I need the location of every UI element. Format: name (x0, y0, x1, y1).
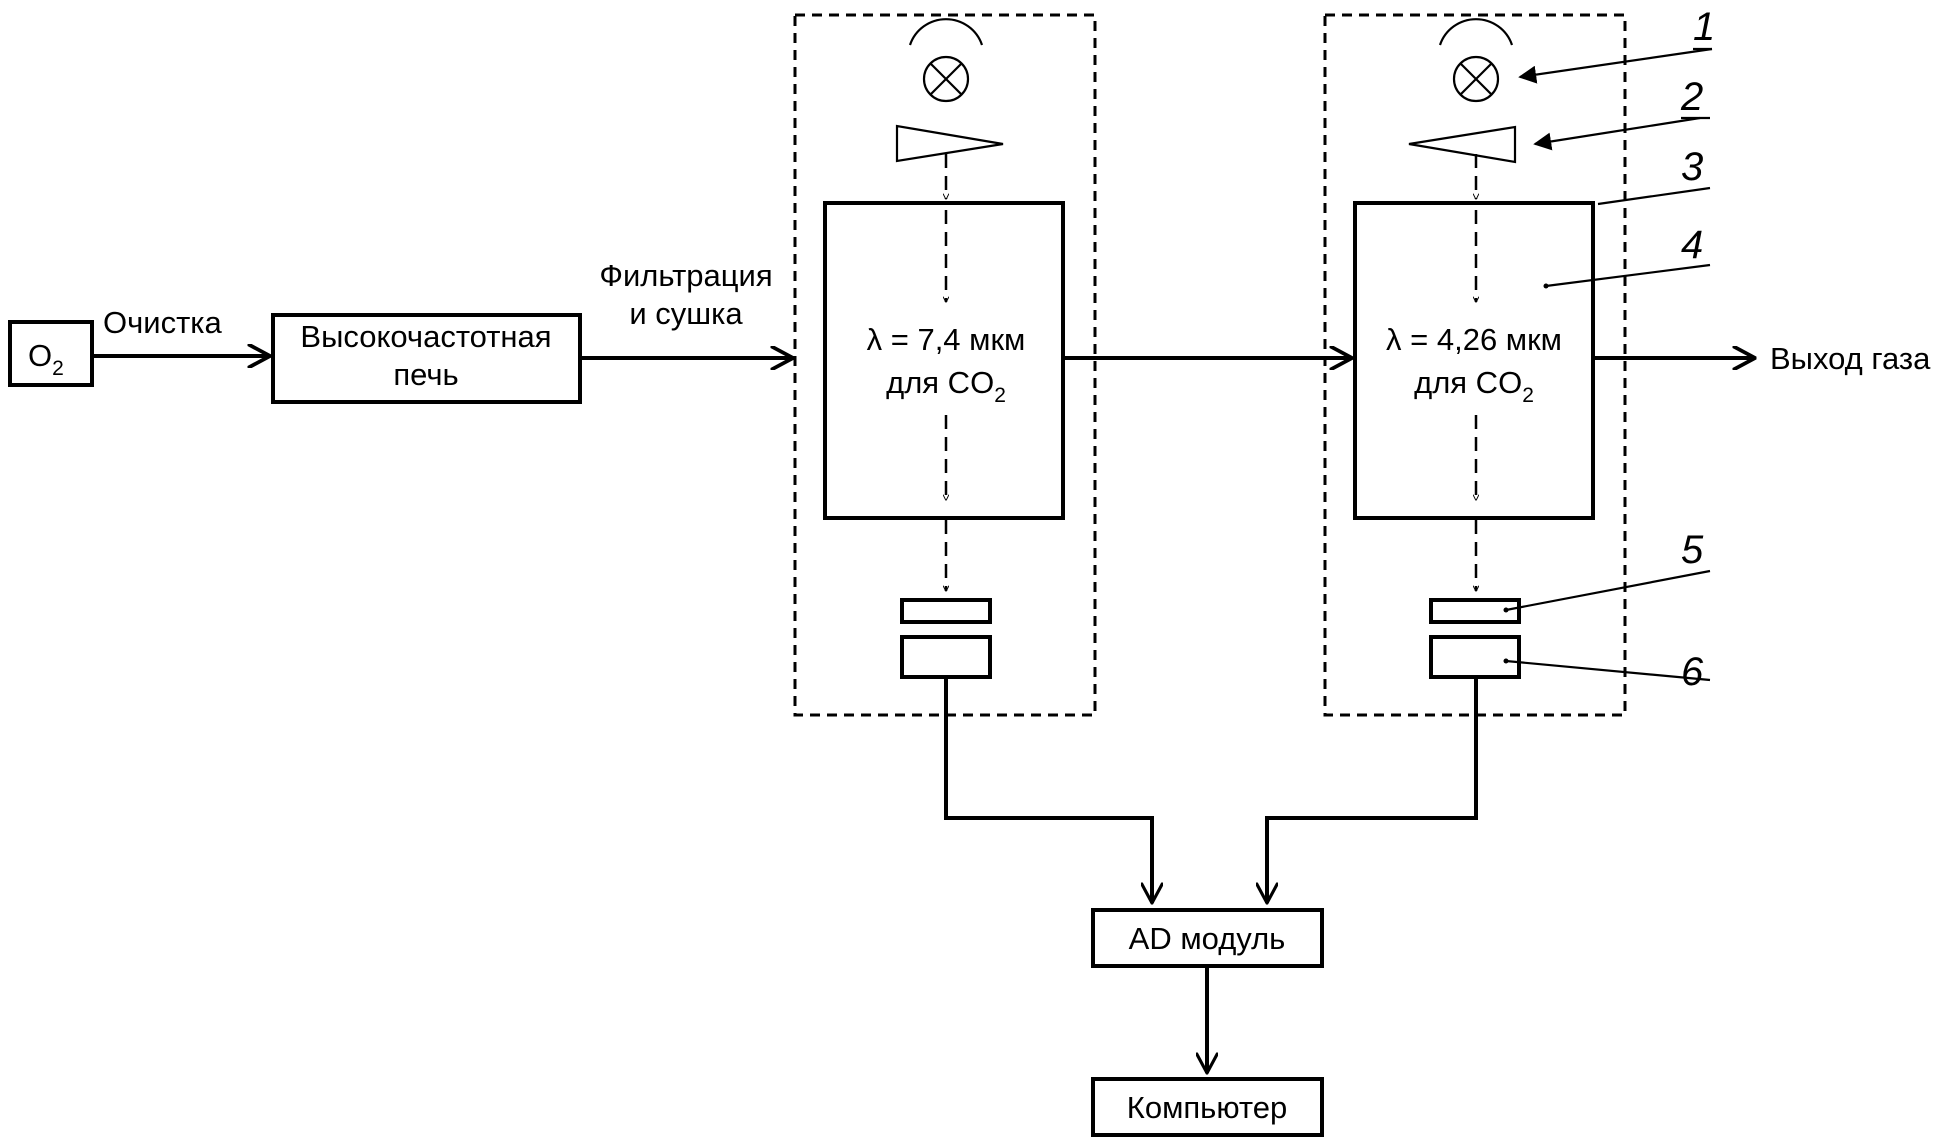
filtration-label-line2: и сушка (629, 296, 743, 331)
filter-wedge-icon (895, 124, 1004, 163)
filter-wedge-icon (1408, 125, 1517, 164)
callout-3: 3 (1681, 145, 1703, 189)
computer-label: Компьютер (1127, 1090, 1287, 1125)
cell1-wavelength-label: λ = 7,4 мкм (867, 322, 1026, 357)
callout-1-leader (1518, 47, 1713, 84)
gas-outlet-label: Выход газа (1770, 341, 1931, 376)
svg-text:для CO2: для CO2 (1414, 365, 1534, 407)
furnace-box: Высокочастотная печь (271, 313, 582, 404)
o2-label: O (28, 338, 52, 373)
filtration-label-line1: Фильтрация (599, 258, 772, 293)
furnace-label-line2: печь (393, 357, 458, 392)
computer-box: Компьютер (1091, 1077, 1324, 1137)
callout-1: 1 (1693, 5, 1715, 49)
lamp-icon (908, 18, 984, 103)
callout-6-dot (1503, 658, 1509, 664)
o2-subscript: 2 (52, 357, 64, 380)
o2-source-box: O2 (8, 320, 94, 387)
detector (900, 635, 992, 679)
callout-5-dot (1503, 607, 1509, 613)
cell2-wavelength-label: λ = 4,26 мкм (1386, 322, 1562, 357)
gas-cell-1 (823, 201, 1065, 520)
callout-5: 5 (1681, 528, 1704, 572)
detector1-signal-line (944, 677, 1152, 903)
optical-filter (1429, 598, 1521, 624)
callout-4: 4 (1681, 223, 1703, 267)
callout-2-leader (1533, 116, 1701, 151)
svg-text:O2: O2 (28, 338, 64, 380)
cell1-gas-label: для CO (886, 365, 994, 400)
purification-label: Очистка (103, 305, 223, 340)
gas-cell-2 (1353, 201, 1595, 520)
cell2-gas-label: для CO (1414, 365, 1522, 400)
analyzer-2-frame (1323, 13, 1627, 717)
callout-6: 6 (1681, 650, 1704, 694)
detector (1429, 635, 1521, 679)
lamp-icon (1438, 18, 1514, 103)
callout-6-leader (1505, 659, 1711, 682)
cell1-gas-subscript: 2 (994, 384, 1006, 407)
callout-4-leader (1545, 263, 1711, 288)
callouts: 1 2 3 4 5 6 (1503, 5, 1715, 694)
analyzer-2: λ = 4,26 мкм для CO2 (1323, 13, 1627, 717)
furnace-label-line1: Высокочастотная (300, 319, 551, 354)
optical-filter (900, 598, 992, 624)
svg-text:для CO2: для CO2 (886, 365, 1006, 407)
cell2-gas-subscript: 2 (1522, 384, 1534, 407)
analyzer-1-frame (793, 13, 1097, 717)
callout-3-leader (1597, 186, 1711, 206)
callout-5-leader (1505, 569, 1711, 612)
ad-module-box: AD модуль (1091, 908, 1324, 968)
callout-4-dot (1543, 283, 1549, 289)
analyzer-1: λ = 7,4 мкм для CO2 (793, 13, 1097, 717)
detector2-signal-line (1267, 677, 1478, 903)
ad-module-label: AD модуль (1129, 921, 1286, 956)
callout-2: 2 (1680, 75, 1703, 119)
